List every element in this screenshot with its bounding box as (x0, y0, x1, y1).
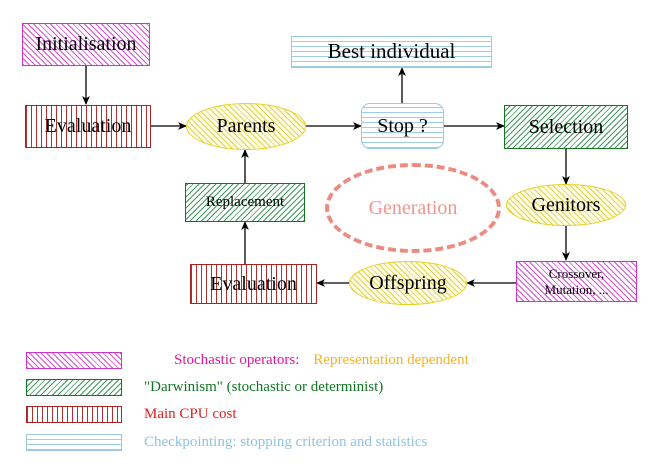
node-best-individual-label: Best individual (327, 39, 456, 64)
node-stop-label: Stop ? (377, 114, 428, 137)
node-evaluation-top-label: Evaluation (44, 115, 132, 138)
node-genitors-label: Genitors (531, 193, 601, 216)
legend-label-darwinism: "Darwinism" (stochastic or determinist) (144, 378, 384, 395)
legend-label-checkpointing: Checkpointing: stopping criterion and st… (144, 433, 428, 450)
node-crossover-mutation[interactable]: Crossover, Mutation, ... (516, 261, 637, 302)
legend-swatch-magenta-hatch (26, 351, 122, 369)
node-evaluation-bottom-label: Evaluation (210, 272, 297, 295)
node-stop[interactable]: Stop ? (361, 103, 444, 149)
node-evaluation-bottom[interactable]: Evaluation (190, 264, 317, 304)
legend-text-secondary: Representation dependent (313, 351, 469, 368)
node-parents-label: Parents (216, 115, 276, 138)
legend-swatch-red-hatch (26, 405, 122, 423)
node-initialisation-label: Initialisation (35, 33, 137, 56)
node-selection-label: Selection (528, 115, 604, 138)
legend: Stochastic operators: Representation depe… (0, 340, 662, 471)
legend-row-stochastic-operators: Stochastic operators: Representation depe… (26, 348, 469, 372)
legend-label-stochastic-operators: Stochastic operators: Representation depe… (144, 335, 469, 386)
node-crossover-mutation-label: Crossover, Mutation, ... (544, 265, 609, 297)
node-offspring-label: Offspring (369, 271, 447, 294)
legend-swatch-green-hatch (26, 378, 122, 396)
node-genitors[interactable]: Genitors (506, 184, 626, 226)
node-offspring[interactable]: Offspring (349, 261, 467, 305)
node-parents[interactable]: Parents (186, 103, 306, 150)
node-replacement-label: Replacement (205, 193, 285, 210)
legend-row-main-cpu-cost: Main CPU cost (26, 402, 237, 426)
node-selection[interactable]: Selection (504, 105, 628, 149)
legend-row-checkpointing: Checkpointing: stopping criterion and st… (26, 430, 427, 454)
node-initialisation[interactable]: Initialisation (22, 23, 150, 66)
legend-row-darwinism: "Darwinism" (stochastic or determinist) (26, 375, 383, 399)
legend-swatch-blue-hatch (26, 433, 122, 451)
node-evaluation-top[interactable]: Evaluation (25, 105, 151, 148)
node-generation: Generation (325, 163, 501, 253)
node-best-individual[interactable]: Best individual (291, 36, 492, 68)
node-replacement[interactable]: Replacement (185, 183, 305, 222)
legend-text-primary: Stochastic operators: (174, 351, 300, 368)
legend-label-main-cpu-cost: Main CPU cost (144, 405, 237, 422)
node-generation-label: Generation (368, 196, 458, 219)
